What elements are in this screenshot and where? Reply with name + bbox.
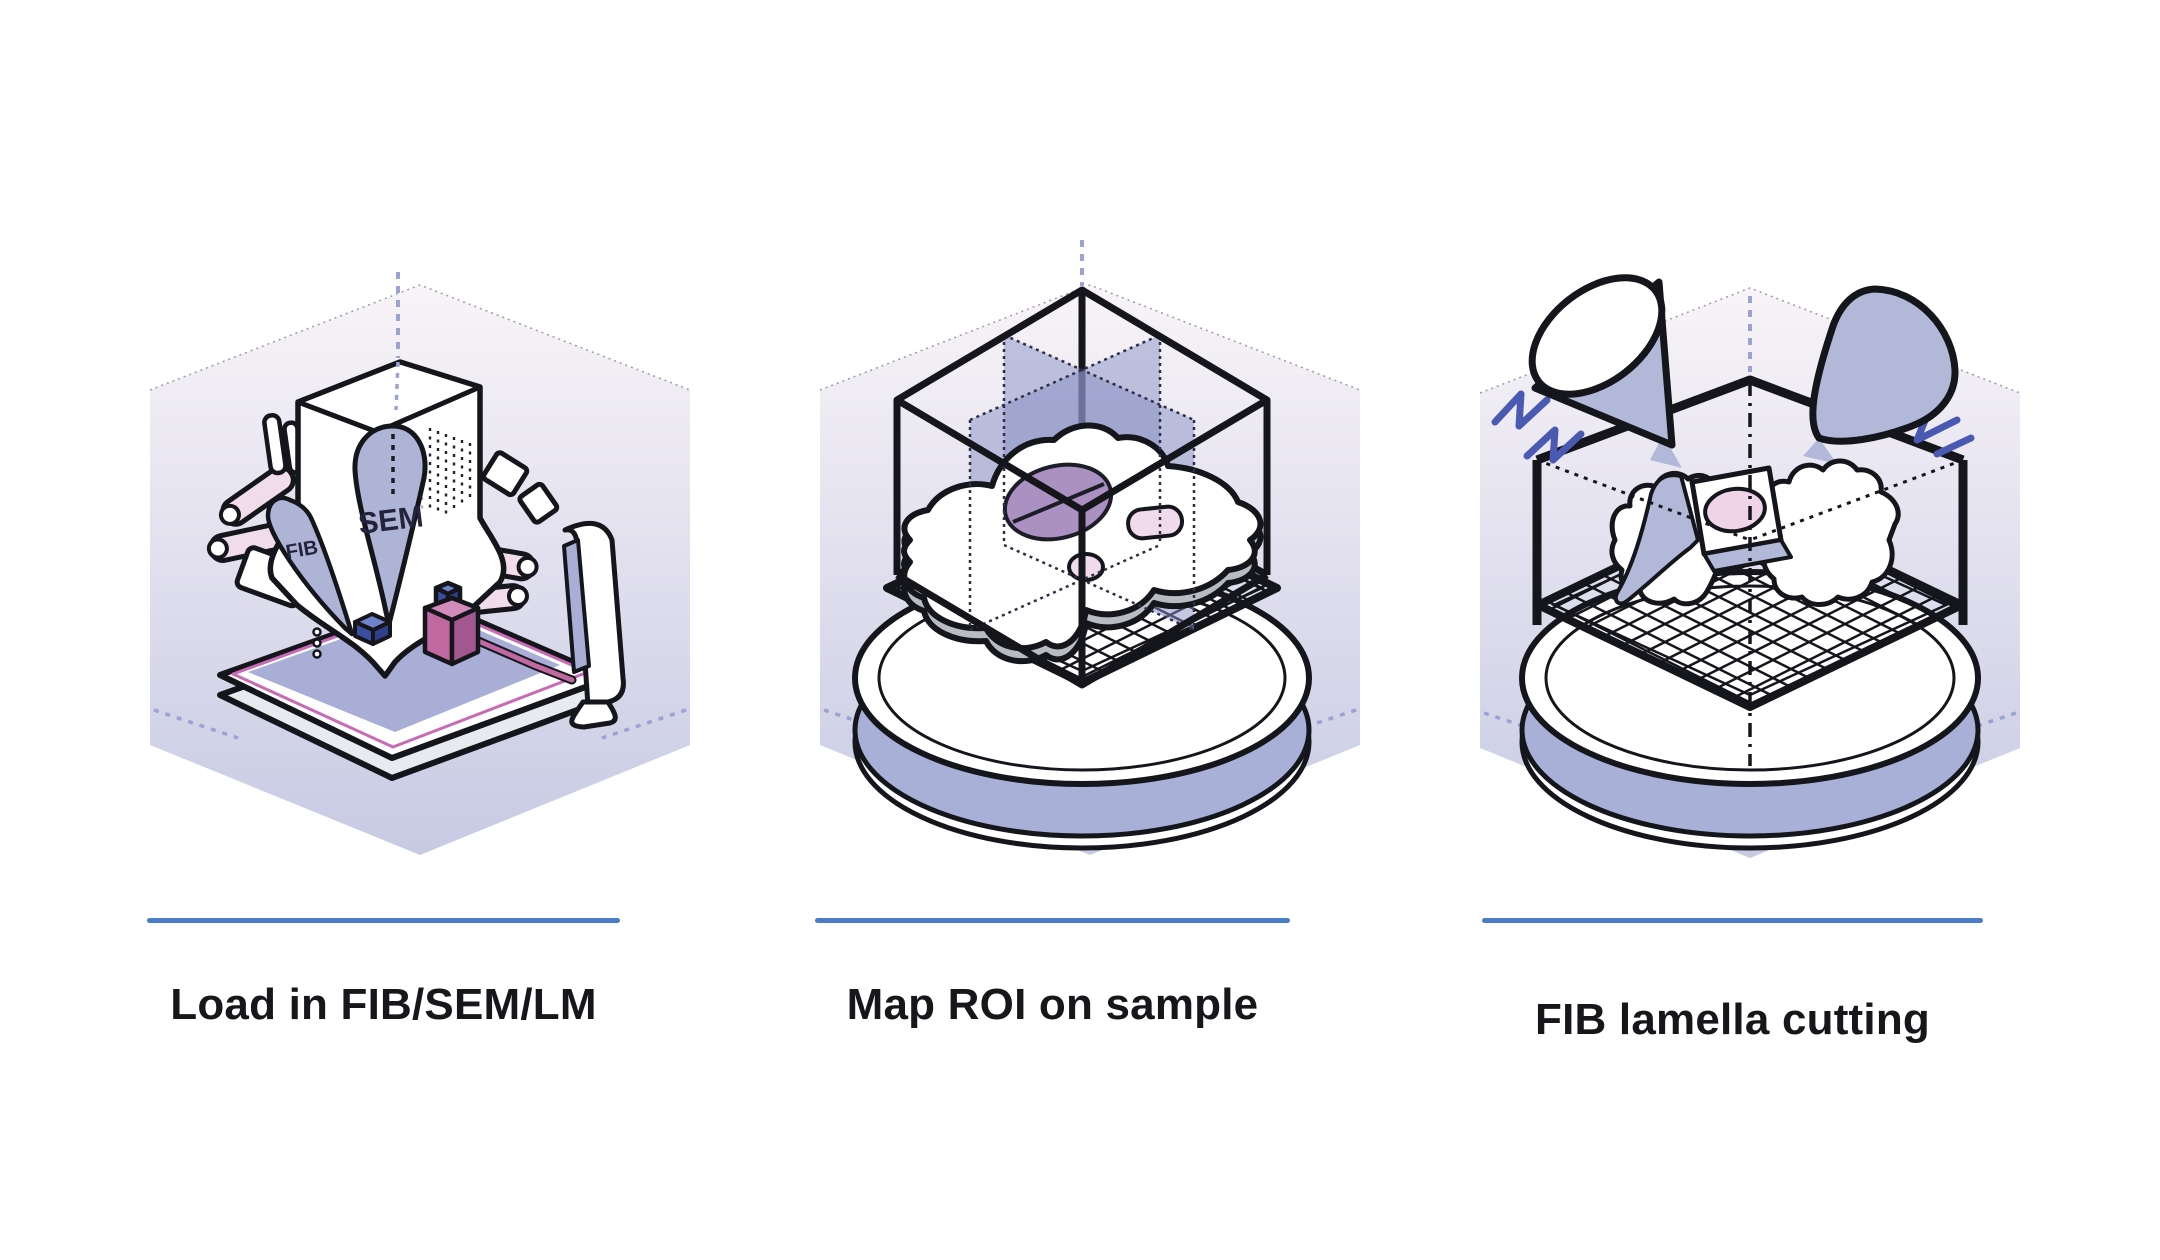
cube-frame [893, 286, 1271, 689]
step-caption: Load in FIB/SEM/LM [170, 980, 597, 1029]
step-lamella-cutting: FIB lamella cutting [1460, 0, 2060, 1260]
caption-divider [147, 918, 620, 923]
step-map-roi: Map ROI on sample [790, 0, 1390, 1260]
ion-beam-cone-left [1528, 274, 1682, 468]
fib-lamella-cutting-illustration [1479, 274, 2021, 858]
step-caption: Map ROI on sample [846, 980, 1259, 1029]
sem-column-label: SEM [357, 500, 426, 541]
sem-column [352, 423, 428, 627]
vacuum-tube [471, 635, 577, 685]
vacuum-pump [422, 580, 481, 667]
step-caption: FIB lamella cutting [1535, 995, 1930, 1044]
indicator-dots [312, 627, 322, 659]
caption-divider [815, 918, 1290, 923]
fib-sem-lm-instrument-illustration: SEM FIB [149, 272, 691, 855]
fib-column [265, 495, 355, 637]
lamella-roi [1703, 486, 1767, 534]
lamella-holder-bar [1702, 538, 1793, 573]
sample-stage-block [353, 612, 392, 646]
roi-mapping-cube-illustration [819, 240, 1361, 855]
organelles [1067, 504, 1185, 582]
lamella-assembly [1613, 465, 1793, 606]
ion-beam-cone-right [1803, 285, 1959, 464]
step-load: SEM FIB Load in FIB/SE [120, 0, 720, 1260]
cell-half-right [1761, 458, 1901, 607]
lamella-holder-arm [1613, 473, 1700, 606]
cube-dotted-edges [1536, 458, 1964, 542]
caption-divider [1482, 918, 1983, 923]
monitor [562, 520, 626, 730]
